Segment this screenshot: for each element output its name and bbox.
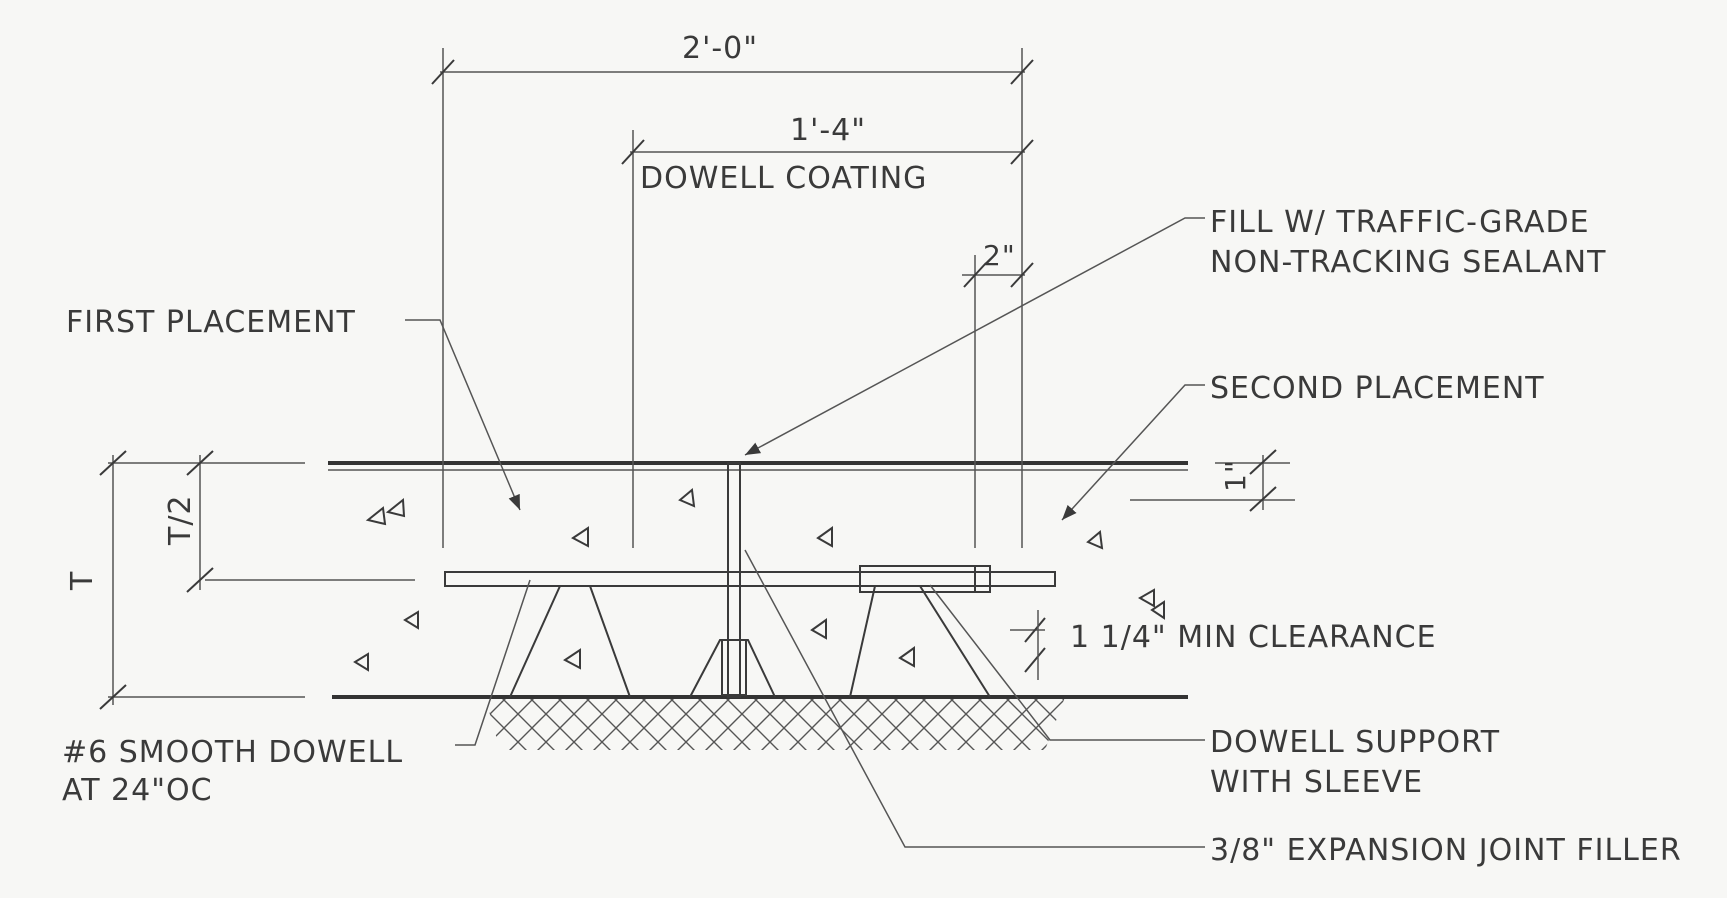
- second-placement-label: SECOND PLACEMENT: [1210, 371, 1545, 406]
- dim-half-tick-top: [186, 450, 214, 476]
- dim-short-tick-left: [963, 262, 987, 288]
- dim-overall-tick-left: [431, 59, 455, 85]
- aggregate-symbols: [353, 488, 1165, 672]
- dim-overall-tick-right: [1010, 59, 1034, 85]
- dowel-bar: [444, 571, 1056, 587]
- dim-depth-label: T: [65, 571, 100, 591]
- dim-coating-tick-left: [621, 139, 645, 165]
- dim-sealant-label: 1": [1219, 459, 1252, 492]
- dim-overall-label: 2'-0": [682, 31, 758, 66]
- dim-sealant-tick-bottom: [1249, 486, 1277, 512]
- clearance-label: 1 1/4" MIN CLEARANCE: [1070, 620, 1437, 655]
- dim-clearance-tick-b: [1024, 647, 1046, 673]
- leader-filler: [744, 549, 1205, 848]
- dim-short-tick-right: [1010, 262, 1034, 288]
- subgrade-hatch: [485, 697, 1065, 750]
- fill-sealant-label-2: NON-TRACKING SEALANT: [1210, 245, 1606, 280]
- dim-depth-tick-top: [99, 450, 127, 476]
- dim-sealant-tick-top: [1249, 449, 1277, 475]
- first-placement-label: FIRST PLACEMENT: [66, 305, 356, 340]
- dim-half-tick-bottom: [186, 567, 214, 593]
- dowell-coating-label: DOWELL COATING: [640, 161, 927, 196]
- leader-fill-sealant: [744, 217, 1205, 456]
- dim-depth-tick-bottom: [99, 684, 127, 710]
- dim-coating-label: 1'-4": [790, 113, 866, 148]
- joint-filler: [727, 462, 741, 698]
- dim-coating-tick-right: [1010, 139, 1034, 165]
- support-label-2: WITH SLEEVE: [1210, 765, 1423, 800]
- leader-second-placement: [1061, 384, 1205, 521]
- dim-clearance-tick-a: [1024, 617, 1046, 643]
- leader-first-placement: [405, 319, 521, 511]
- dowel-support-right: [849, 585, 991, 698]
- leader-dowel: [455, 579, 531, 746]
- dowel-support-left: [509, 585, 631, 698]
- dowel-sleeve: [859, 565, 991, 593]
- dim-short-label: 2": [983, 239, 1016, 272]
- filler-label: 3/8" EXPANSION JOINT FILLER: [1210, 833, 1682, 868]
- joint-support: [689, 639, 776, 698]
- dowel-label-1: #6 SMOOTH DOWELL: [62, 735, 403, 770]
- support-label-1: DOWELL SUPPORT: [1210, 725, 1500, 760]
- dowel-label-2: AT 24"OC: [62, 773, 213, 808]
- fill-sealant-label-1: FILL W/ TRAFFIC-GRADE: [1210, 205, 1590, 240]
- leader-support: [929, 584, 1205, 741]
- joint-support-block: [721, 639, 747, 696]
- dim-half-label: T/2: [163, 494, 198, 546]
